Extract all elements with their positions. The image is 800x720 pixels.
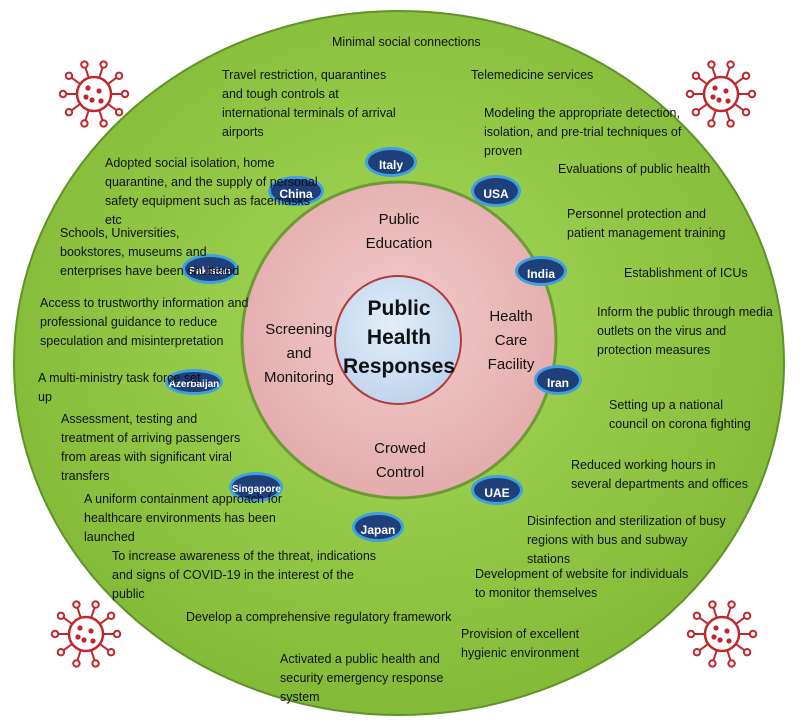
measure-evaluations-public-health: Evaluations of public health <box>558 162 711 176</box>
inner-circle <box>334 275 462 405</box>
country-badge-japan: Japan <box>352 512 404 542</box>
measure-hygienic-environment: Provision of excellent hygienic environm… <box>461 627 580 660</box>
sector-crowed-control: Crowed Control <box>374 440 426 481</box>
measure-website-monitoring: Development of website for individuals t… <box>475 567 689 600</box>
measure-access-information: Access to trustworthy information and pr… <box>40 296 249 348</box>
measure-disinfection: Disinfection and sterilization of busy r… <box>527 514 726 566</box>
measure-personnel-protection: Personnel protection and patient managem… <box>567 207 726 240</box>
measure-increase-awareness: To increase awareness of the threat, ind… <box>112 549 377 601</box>
center-title: Public Health Responses <box>342 297 456 378</box>
sector-public-education: Public Education <box>365 211 433 252</box>
measure-national-council: Setting up a national council on corona … <box>609 398 751 431</box>
country-badge-italy: Italy <box>365 147 417 177</box>
country-badge-singapore: Singapore <box>229 472 283 502</box>
sector-screening-monitoring: Screening and Monitoring <box>263 321 335 386</box>
measure-emergency-response: Activated a public health and security e… <box>280 652 444 704</box>
measure-telemedicine: Telemedicine services <box>471 68 594 82</box>
country-badge-azerbaijan: Azerbaijan <box>165 369 223 395</box>
measure-modeling-detection: Modeling the appropriate detection, isol… <box>484 106 682 158</box>
country-badge-iran: Iran <box>534 365 582 395</box>
sector-health-care-facility: Health Care Facility <box>487 308 535 373</box>
measure-reduced-working-hours: Reduced working hours in several departm… <box>571 458 748 491</box>
virus-icon <box>685 60 757 128</box>
measure-minimal-social-connections: Minimal social connections <box>332 35 481 49</box>
measure-travel-restriction: Travel restriction, quarantines and toug… <box>222 68 396 139</box>
measure-assessment-testing: Assessment, testing and treatment of arr… <box>61 412 241 483</box>
measure-establishment-icus: Establishment of ICUs <box>624 266 748 280</box>
virus-icon <box>50 600 122 668</box>
country-badge-india: India <box>515 256 567 286</box>
virus-icon <box>58 60 130 128</box>
country-badge-pakistan: Pakistan <box>182 254 238 284</box>
measure-schools-shuttered: Schools, Universities, bookstores, museu… <box>60 226 240 278</box>
country-badge-uae: UAE <box>471 475 523 505</box>
country-badge-china: China <box>268 176 324 206</box>
measure-task-force: A multi-ministry task force set up <box>38 371 201 404</box>
country-badge-usa: USA <box>471 175 521 207</box>
measure-social-isolation: Adopted social isolation, home quarantin… <box>105 156 318 227</box>
measure-inform-public-media: Inform the public through media outlets … <box>597 305 773 357</box>
virus-icon <box>686 600 758 668</box>
measure-regulatory-framework: Develop a comprehensive regulatory frame… <box>186 610 452 624</box>
measure-uniform-containment: A uniform containment approach for healt… <box>84 492 283 544</box>
